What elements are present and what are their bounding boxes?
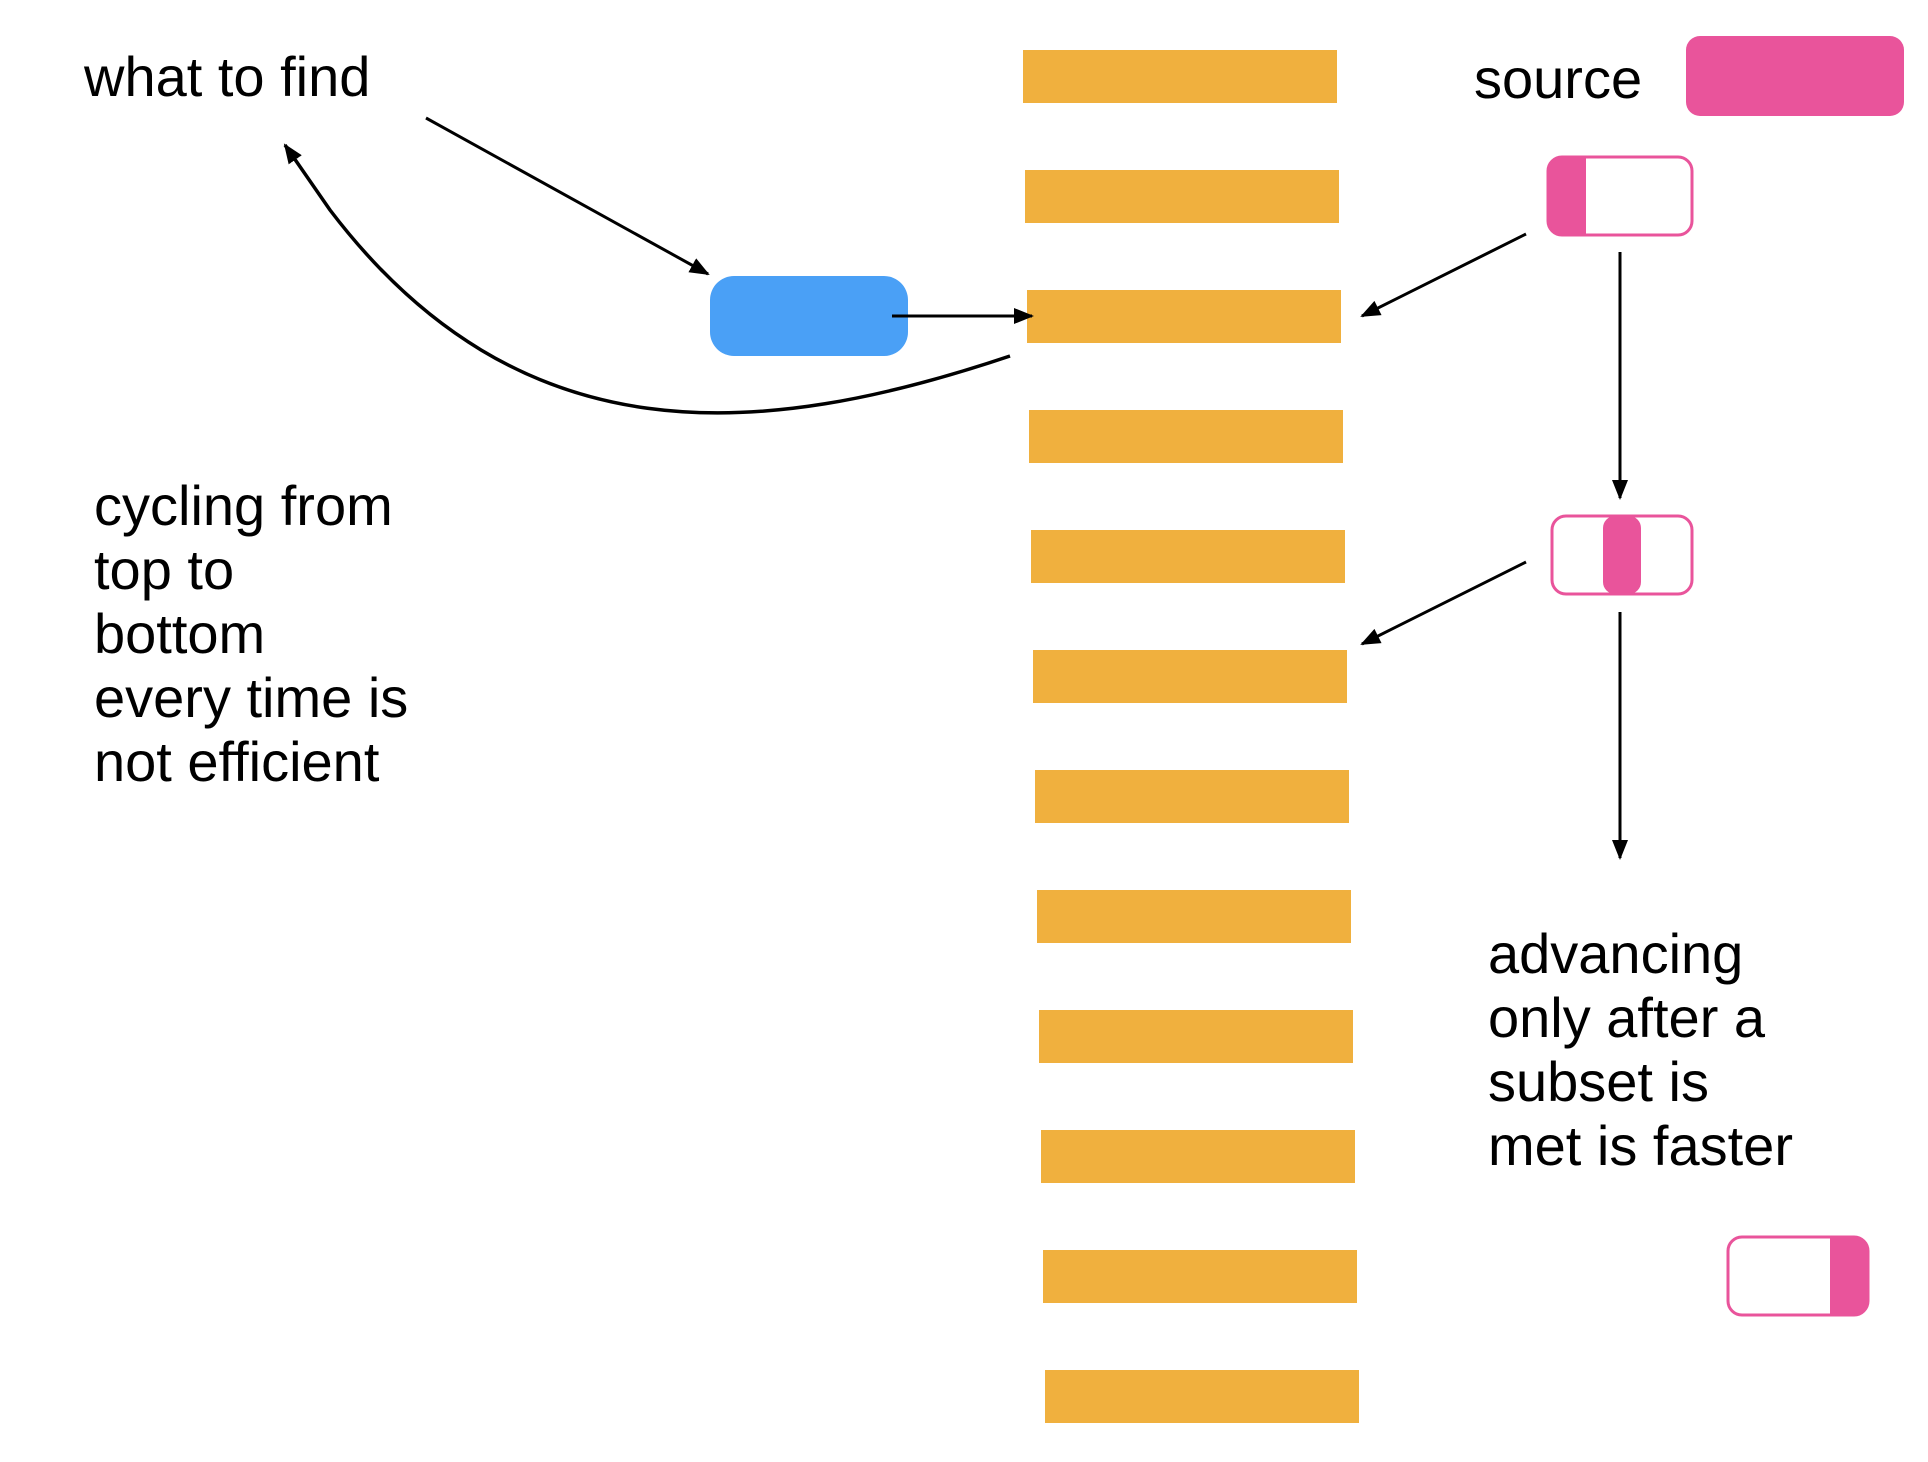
arrow-find-to-query: [425, 116, 710, 276]
left-note-line: bottom: [94, 602, 266, 665]
left-note-line: cycling from: [94, 474, 393, 537]
left-note-line: not efficient: [94, 730, 380, 793]
what-to-find-text: what to find: [84, 45, 371, 108]
list-item: [1027, 290, 1341, 343]
list-item: [1045, 1370, 1359, 1423]
source-text: source: [1474, 47, 1643, 110]
left-note-line: top to: [94, 538, 235, 601]
list-item: [1033, 650, 1347, 703]
list-item: [1037, 890, 1351, 943]
list-item: [1023, 50, 1337, 103]
arrows: [283, 116, 1628, 860]
right-note: advancing only after a subset is met is …: [1488, 922, 1793, 1178]
source-block: [1686, 36, 1904, 116]
right-note-line: only after a: [1488, 986, 1766, 1049]
window-state: [1726, 1235, 1870, 1317]
left-note: cycling from top to bottom every time is…: [94, 474, 408, 794]
window-outline: [1546, 155, 1694, 237]
window-states: [1546, 155, 1870, 1317]
list-item: [1039, 1010, 1353, 1063]
query-block: [710, 276, 908, 356]
list-item: [1043, 1250, 1357, 1303]
list-item: [1029, 410, 1343, 463]
list-item: [1025, 170, 1339, 223]
window-state: [1550, 514, 1694, 596]
window-marker: [1830, 1237, 1868, 1315]
window-marker: [1603, 516, 1641, 594]
window-marker: [1548, 157, 1586, 235]
source-label: source: [1474, 47, 1642, 111]
window-outline: [1550, 514, 1694, 596]
right-note-line: subset is: [1488, 1050, 1709, 1113]
left-note-line: every time is: [94, 666, 409, 729]
list-items: [1023, 50, 1359, 1423]
what-to-find-label: what to find: [84, 45, 370, 109]
window-outline: [1726, 1235, 1870, 1317]
right-note-line: met is faster: [1488, 1114, 1793, 1177]
right-note-line: advancing: [1488, 922, 1744, 985]
arrow-window1-to-list: [1360, 232, 1527, 318]
arrow-window2-to-list: [1360, 560, 1527, 646]
list-item: [1031, 530, 1345, 583]
arrow-loop-back: [283, 143, 1011, 415]
window-state: [1546, 155, 1694, 237]
list-item: [1035, 770, 1349, 823]
list-item: [1041, 1130, 1355, 1183]
